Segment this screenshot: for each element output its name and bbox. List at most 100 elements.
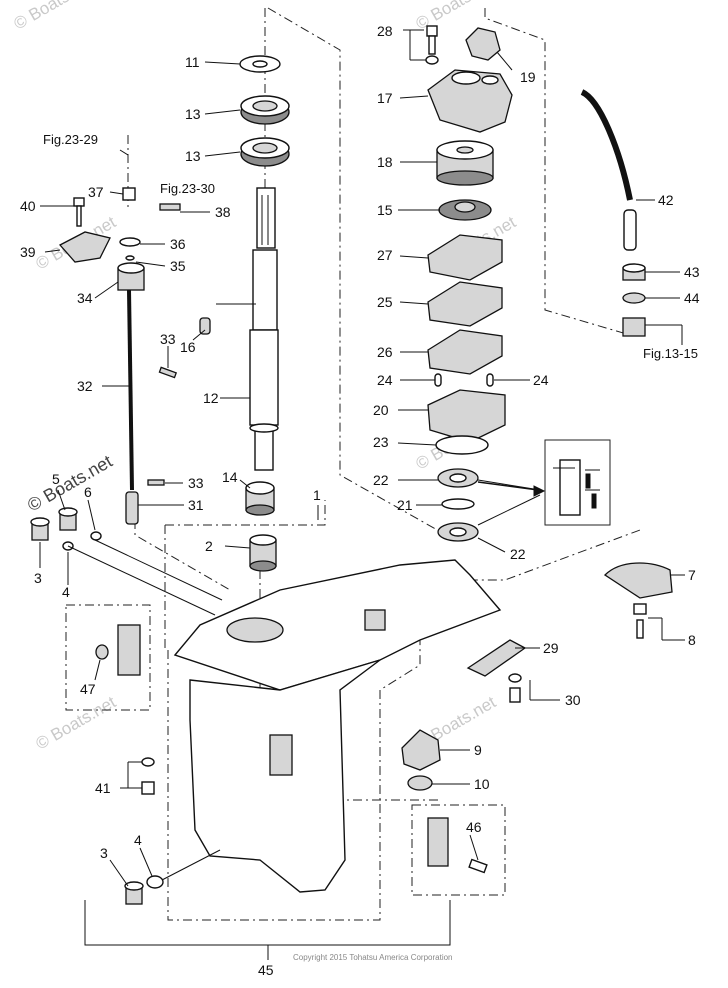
anode-part [117,624,141,676]
callouts: 11 13 13 12 16 14 2 1 28 19 17 18 15 27 … [20,23,700,978]
callout-35: 35 [170,258,186,274]
plug-part [30,517,50,541]
callout-43: 43 [684,264,700,280]
callout-11: 11 [185,54,200,70]
callout-46: 46 [466,819,482,835]
washer-part [141,757,155,767]
water-plate-part [466,639,527,677]
callout-36: 36 [170,236,186,252]
gasket-part [427,234,503,281]
plug-part [124,881,144,905]
impeller-part [438,199,492,221]
callout-4: 4 [62,584,70,600]
grommet-part [622,317,646,337]
nut-part [95,644,109,660]
callout-25: 25 [377,294,393,310]
callout-29: 29 [543,640,559,656]
trim-tab-part [603,562,673,599]
callout-8: 8 [688,632,696,648]
sleeve-part [245,481,275,516]
callout-45: 45 [258,962,274,978]
callout-13: 13 [185,148,201,164]
ring-part [441,498,475,510]
callout-22: 22 [510,546,526,562]
bushing-part [249,534,277,572]
gasket-part [427,329,503,375]
watermark: © Boats.net [11,0,98,33]
callout-40: 40 [20,198,36,214]
washer-part [146,875,164,889]
callout-3: 3 [100,845,108,861]
watermark: © Boats.net [413,0,500,33]
shift-rod-part [127,289,134,491]
callout-10: 10 [474,776,490,792]
nut-part [407,775,433,791]
callout-42: 42 [658,192,674,208]
callout-2: 2 [205,538,213,554]
pin-part [147,479,165,486]
seal-part [437,468,479,488]
callout-14: 14 [222,469,238,485]
bolt-part [141,781,155,795]
leader-lines [39,29,685,960]
callout-1: 1 [313,487,321,503]
callout-39: 39 [20,244,36,260]
connector-part [122,187,136,201]
gearcase-housing-part [173,559,502,893]
callout-17: 17 [377,90,393,106]
ref-fig-23-30: Fig.23-30 [160,181,215,196]
callout-28: 28 [377,23,393,39]
pin-part [434,373,442,387]
parts [30,25,673,905]
shift-cam-part [125,491,139,525]
bearing-part [240,137,290,167]
callout-33: 33 [160,331,176,347]
callout-31: 31 [188,497,204,513]
ref-fig-23-29: Fig.23-29 [43,132,98,147]
ref-fig-13-15: Fig.13-15 [643,346,698,361]
callout-33: 33 [188,475,204,491]
callout-41: 41 [95,780,111,796]
pin-part [159,203,181,211]
callout-9: 9 [474,742,482,758]
anode-part [427,817,449,867]
washer-part [90,531,102,541]
bolt-part [509,687,521,703]
callout-16: 16 [180,339,196,355]
bearing-part [240,95,290,125]
o-ring-part [119,237,141,247]
water-tube-part [580,89,633,201]
callout-26: 26 [377,344,393,360]
pump-insert-part [436,140,494,186]
o-ring-part [125,255,135,261]
callout-24: 24 [533,372,549,388]
pump-housing-part [427,69,513,133]
callout-12: 12 [203,390,219,406]
callout-18: 18 [377,154,393,170]
grommet-part [622,263,646,281]
callout-6: 6 [84,484,92,500]
callout-13: 13 [185,106,201,122]
copyright-notice: Copyright 2015 Tohatsu America Corporati… [293,953,453,962]
callout-4: 4 [134,832,142,848]
callout-37: 37 [88,184,104,200]
callout-21: 21 [397,497,413,513]
pump-case-part [427,389,506,443]
seal-orientation-inset [553,459,600,516]
callout-5: 5 [52,471,60,487]
bracket-part [58,231,111,263]
plate-part [427,281,503,327]
plug-part [58,507,78,531]
callout-44: 44 [684,290,700,306]
callout-3: 3 [34,570,42,586]
grommet-part [465,27,501,61]
callout-15: 15 [377,202,393,218]
callout-47: 47 [80,681,96,697]
watermark: © Boats.net [33,692,120,753]
bolt-part [73,197,85,207]
callout-24: 24 [377,372,393,388]
callout-38: 38 [215,204,231,220]
callout-19: 19 [520,69,536,85]
callout-34: 34 [77,290,93,306]
